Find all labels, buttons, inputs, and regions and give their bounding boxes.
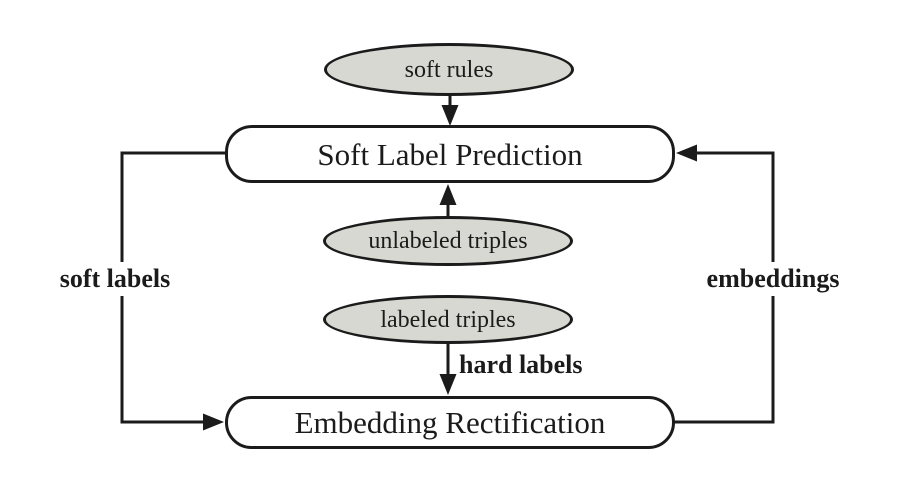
edge-label-hard-labels: hard labels xyxy=(459,350,583,379)
node-labeled-triples: labeled triples xyxy=(323,295,573,344)
arrowhead-right-icon xyxy=(203,413,224,431)
node-soft-rules: soft rules xyxy=(324,43,574,96)
arrowhead-down-icon xyxy=(441,105,459,126)
node-embedding-rectification: Embedding Rectification xyxy=(225,396,675,449)
arrowhead-up-icon xyxy=(439,184,457,205)
node-soft-label-prediction: Soft Label Prediction xyxy=(225,125,675,183)
node-unlabeled-triples: unlabeled triples xyxy=(323,216,573,266)
node-embedding-rectification-label: Embedding Rectification xyxy=(294,405,606,440)
edge-label-soft-labels: soft labels xyxy=(40,262,190,296)
arrowhead-left-icon xyxy=(676,144,697,162)
node-labeled-triples-label: labeled triples xyxy=(380,306,516,333)
node-soft-rules-label: soft rules xyxy=(404,56,494,83)
node-soft-label-prediction-label: Soft Label Prediction xyxy=(317,136,583,172)
arrowhead-down-icon xyxy=(439,374,457,395)
node-unlabeled-triples-label: unlabeled triples xyxy=(368,228,528,254)
edge-label-embeddings: embeddings xyxy=(695,262,851,296)
